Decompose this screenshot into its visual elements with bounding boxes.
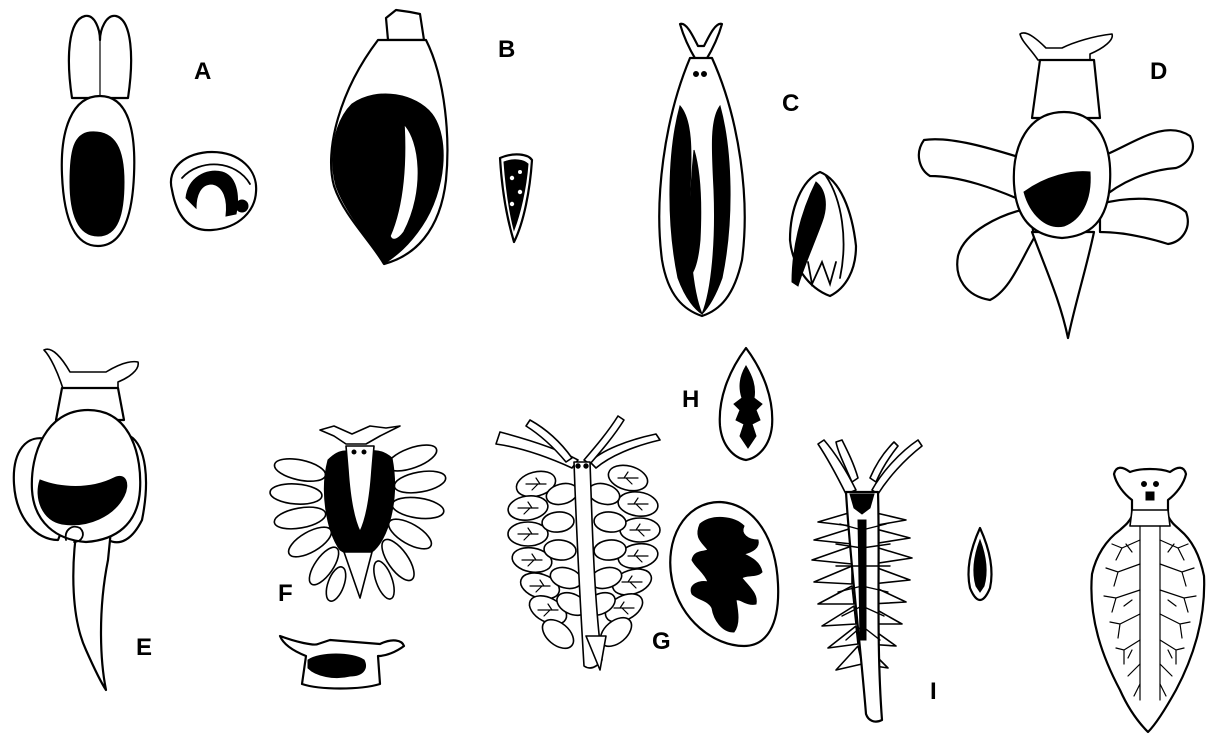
specimen-a-shell	[171, 152, 256, 230]
specimen-i-dorsal	[812, 440, 922, 722]
label-h: H	[682, 388, 699, 412]
specimen-e	[14, 349, 146, 690]
specimen-i-spicule	[968, 528, 991, 600]
label-a: A	[194, 60, 211, 84]
specimen-b-shell	[500, 154, 532, 242]
specimen-f-dorsal	[269, 426, 447, 604]
specimen-c-dorsal	[659, 24, 744, 316]
label-f: F	[278, 582, 293, 606]
specimen-c-shell	[790, 172, 856, 296]
specimen-g	[496, 416, 660, 670]
specimen-h-small	[720, 348, 773, 460]
specimen-h-large	[670, 502, 778, 646]
label-e: E	[136, 636, 152, 660]
specimen-b-dorsal	[331, 10, 447, 264]
specimen-f-section	[280, 636, 404, 689]
label-g: G	[652, 630, 671, 654]
label-c: C	[782, 92, 799, 116]
label-d: D	[1150, 60, 1167, 84]
label-i: I	[930, 680, 937, 704]
label-b: B	[498, 38, 515, 62]
specimen-branched-gland	[1091, 468, 1204, 732]
specimen-a-dorsal	[62, 16, 135, 246]
